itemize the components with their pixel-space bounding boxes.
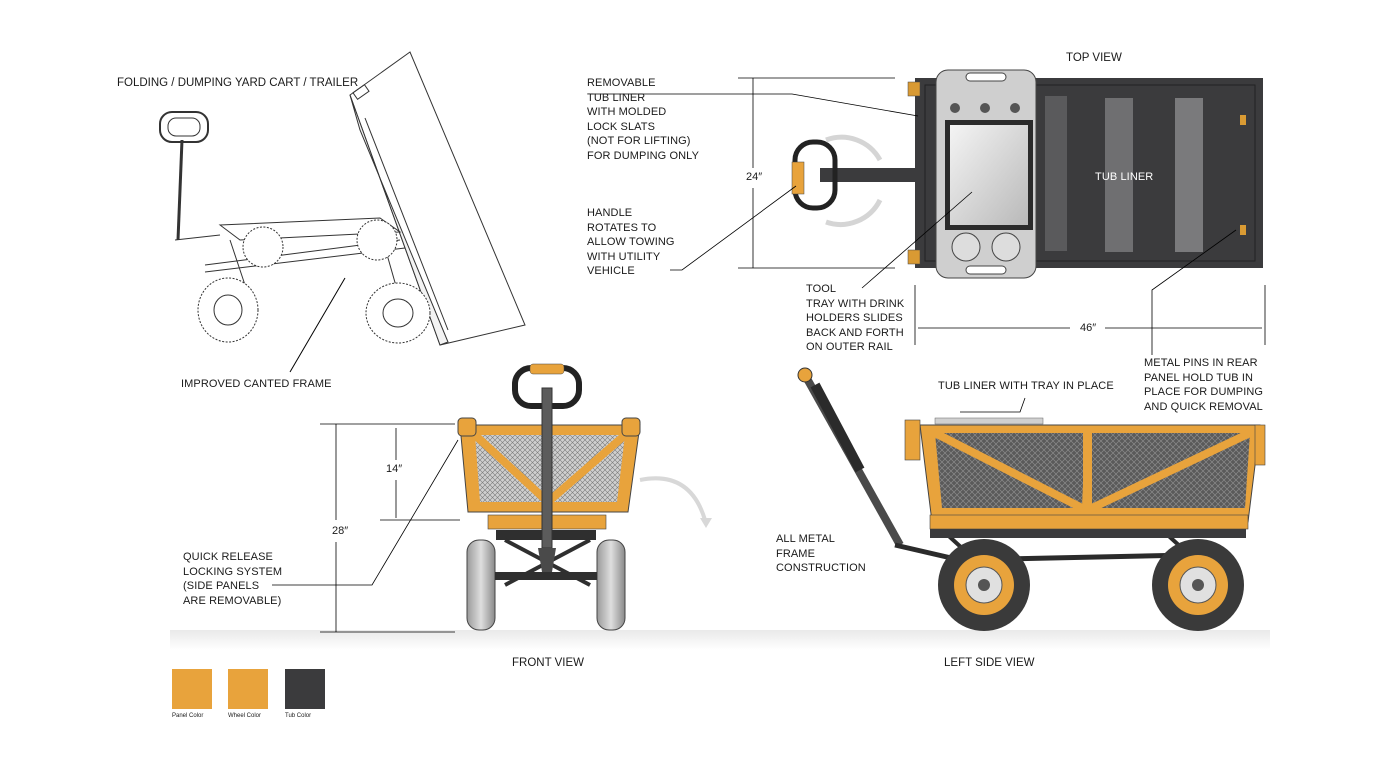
side-wheels [938,539,1244,631]
isometric-wheels [197,219,431,344]
isometric-cart-drawing [159,51,526,346]
ground-shadow [170,630,1270,650]
panel-color-swatch [172,669,212,709]
width-dimension: 24″ [746,171,763,183]
side-view-lines [960,397,1026,413]
wheel-color-swatch [228,669,268,709]
tub-liner-tray-callout: TUB LINER WITH TRAY IN PLACE [938,380,1114,392]
front-view-drawing [457,363,712,631]
length-dimension: 46″ [1080,322,1097,334]
wheel-color-label: Wheel Color [228,713,262,719]
metal-pins-callout: METAL PINS IN REAR PANEL HOLD TUB IN PLA… [1144,357,1264,413]
panel-color-label: Panel Color [172,713,204,719]
tool-tray-callout: TOOL TRAY WITH DRINK HOLDERS SLIDES BACK… [806,283,905,353]
front-view-title: FRONT VIEW [512,657,584,669]
left-side-view-title: LEFT SIDE VIEW [944,657,1035,669]
canted-frame-leader [289,277,346,373]
tub-liner-label: TUB LINER [1095,171,1154,183]
top-view-title: TOP VIEW [1066,52,1122,64]
all-metal-frame-callout: ALL METAL FRAME CONSTRUCTION [776,533,866,574]
tub-color-swatch [285,669,325,709]
tub-liner-slats-callout: REMOVABLE TUB LINER WITH MOLDED LOCK SLA… [587,77,700,162]
main-title: FOLDING / DUMPING YARD CART / TRAILER [117,77,359,89]
top-view-drawing [791,69,1263,279]
panel-height-dimension: 14″ [386,463,403,475]
front-view-lines [272,423,460,633]
handle-rotates-callout: HANDLE ROTATES TO ALLOW TOWING WITH UTIL… [587,207,675,277]
side-view-drawing [797,367,1266,631]
canted-frame-callout: IMPROVED CANTED FRAME [181,378,332,390]
quick-release-callout: QUICK RELEASE LOCKING SYSTEM (SIDE PANEL… [183,551,283,607]
total-height-dimension: 28″ [332,525,349,537]
tub-color-label: Tub Color [285,713,312,719]
top-view-lines [590,77,1266,355]
